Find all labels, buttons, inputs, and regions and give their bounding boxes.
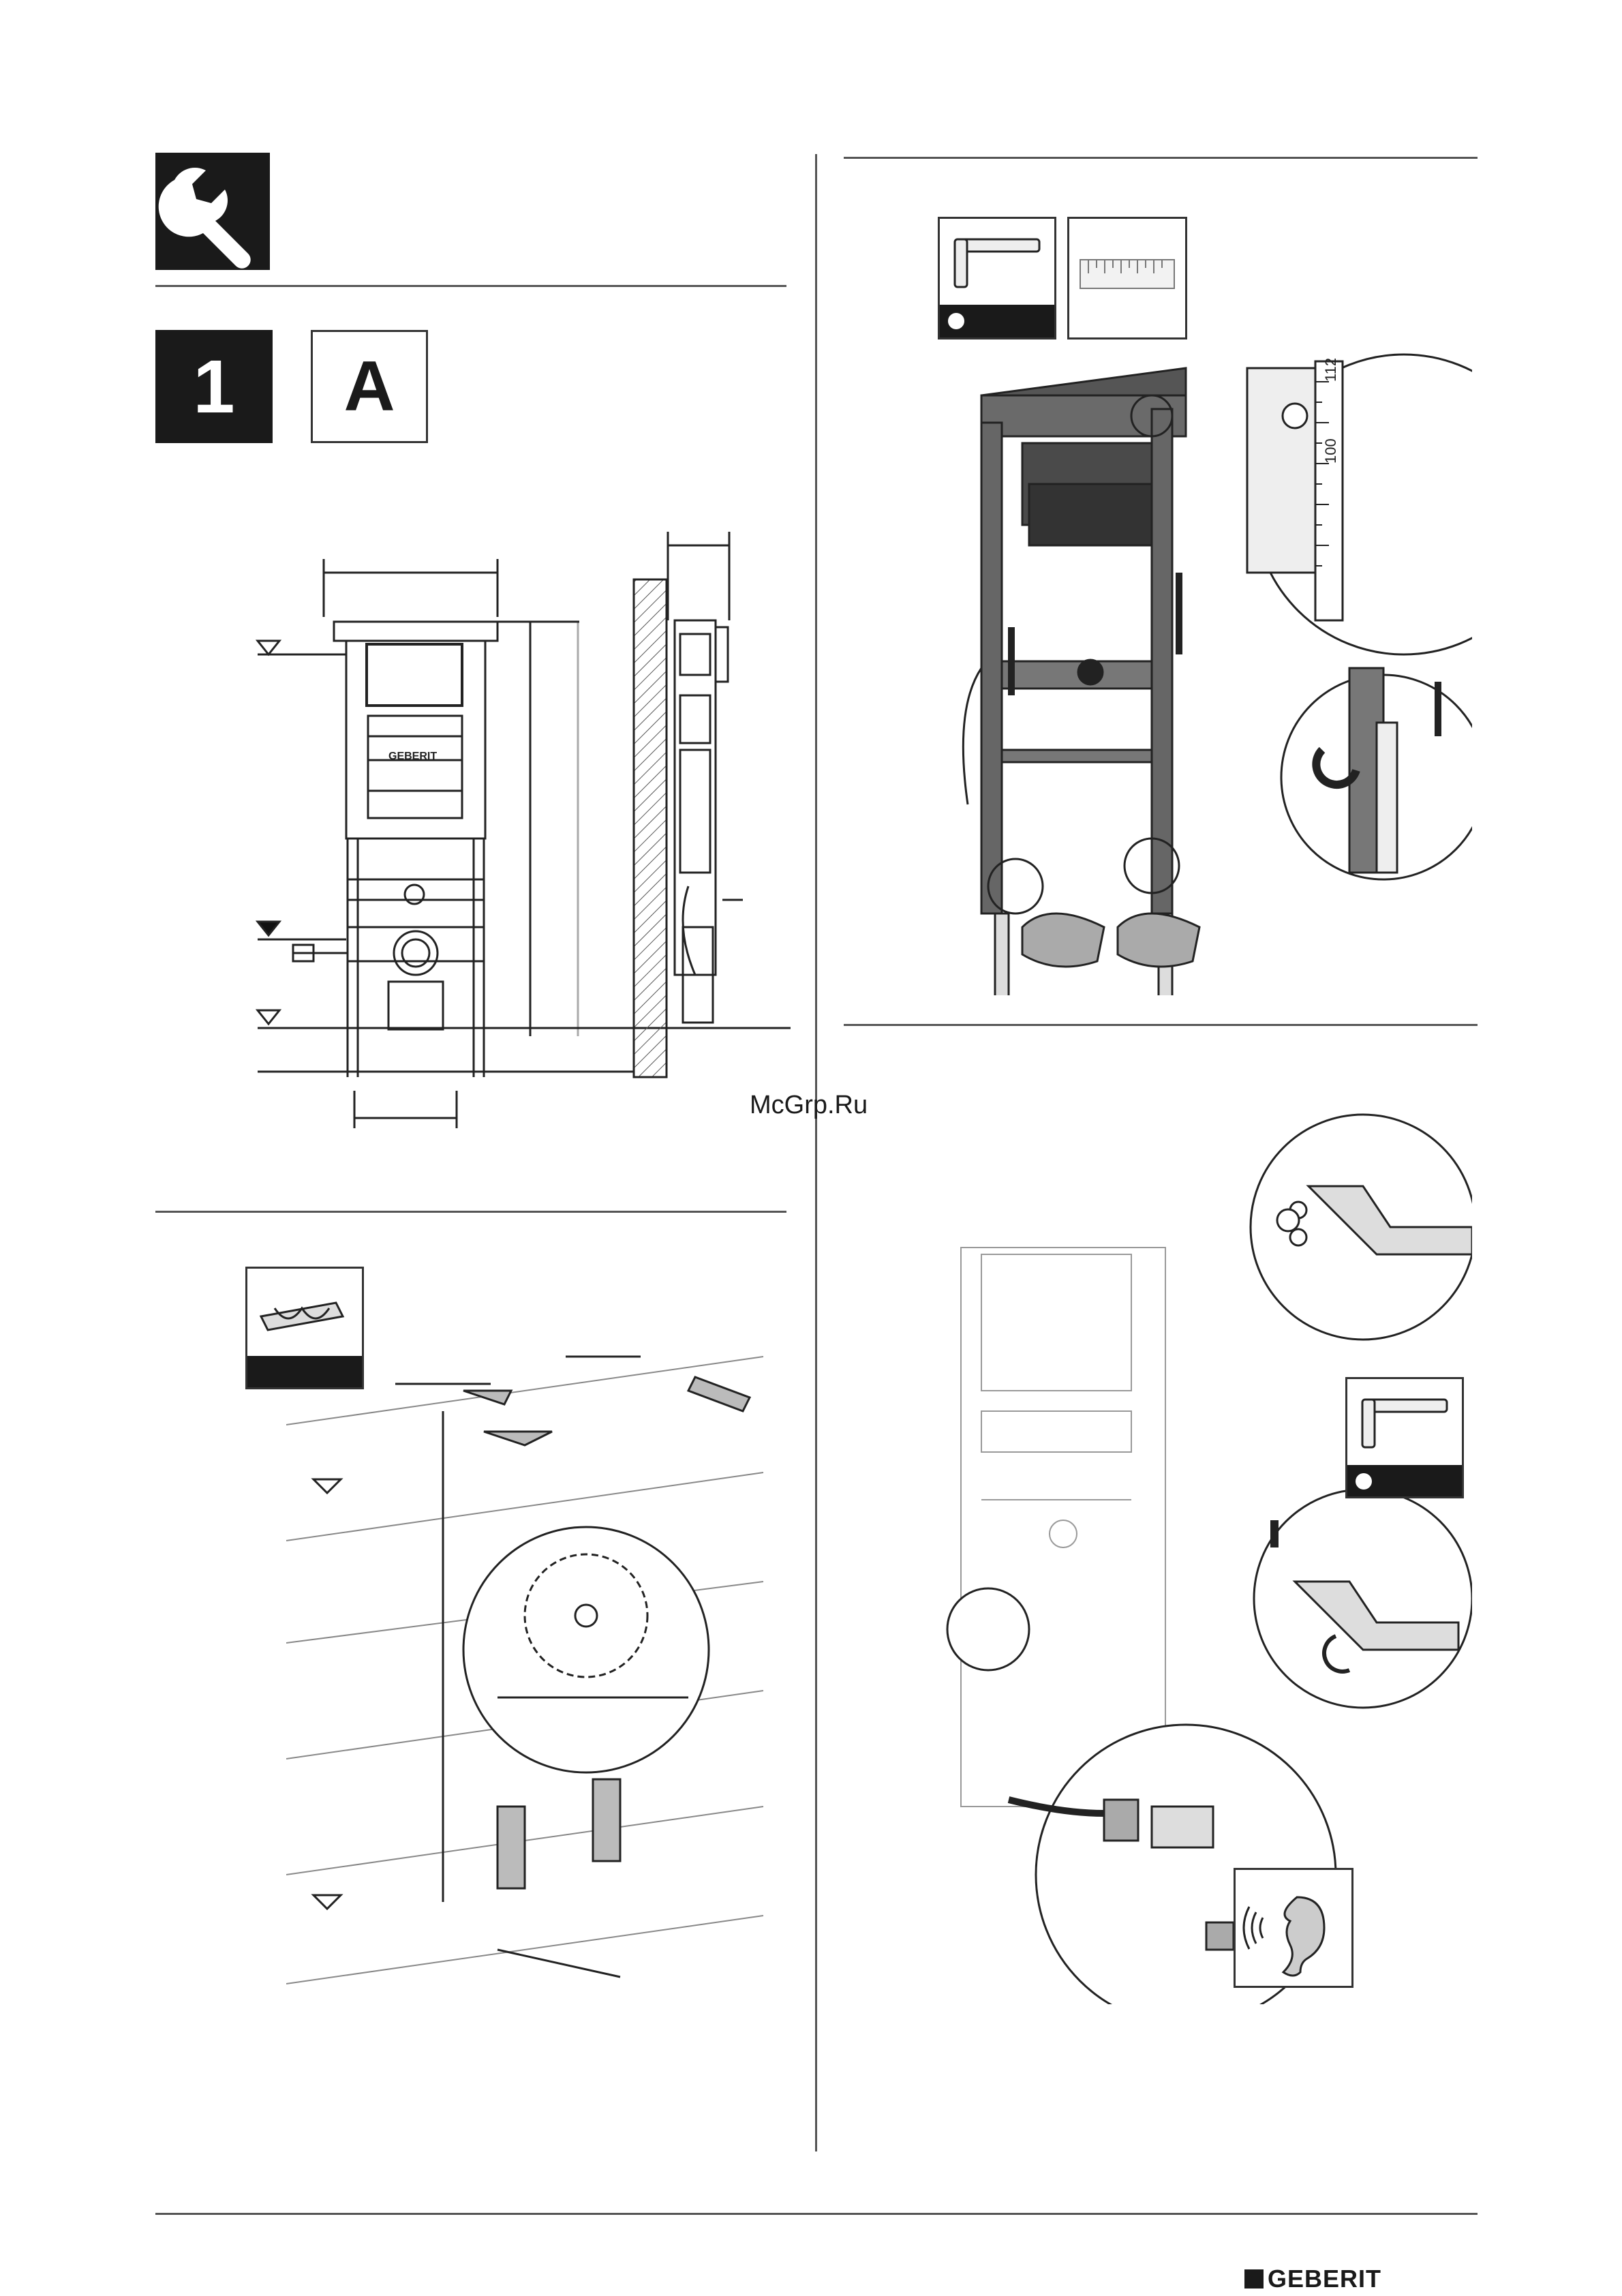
frame-brand-label: GEBERIT [388, 751, 437, 762]
figure-frame-elevation: GEBERIT [252, 518, 791, 1145]
figure-frame-height-adjust: 100 112 [927, 341, 1472, 995]
divider-mid-right [844, 1024, 1478, 1026]
scale-label-100: 100 [1322, 438, 1339, 464]
divider-bottom [155, 2213, 1478, 2215]
scale-label-112: 112 [1322, 358, 1339, 382]
brand-logo: GEBERIT [1244, 2265, 1381, 2293]
ruler-icon [1067, 217, 1187, 339]
step-number: 1 [155, 330, 273, 443]
divider-mid-left [155, 1211, 786, 1213]
column-divider [815, 154, 817, 2151]
figure-bracket-mounting [927, 1091, 1472, 2004]
wrench-icon [155, 153, 270, 270]
step-letter: A [311, 330, 428, 443]
logo-square-icon [1244, 2269, 1264, 2289]
figure-drill-wall [286, 1261, 777, 2011]
divider-top-left [155, 285, 786, 287]
torx-key-icon [938, 217, 1056, 339]
torx-key-icon-2 [1345, 1377, 1464, 1498]
brand-logo-text: GEBERIT [1268, 2265, 1381, 2293]
watermark: McGrp.Ru [750, 1091, 868, 1120]
ear-icon [1234, 1868, 1353, 1988]
divider-top-right [844, 157, 1478, 159]
